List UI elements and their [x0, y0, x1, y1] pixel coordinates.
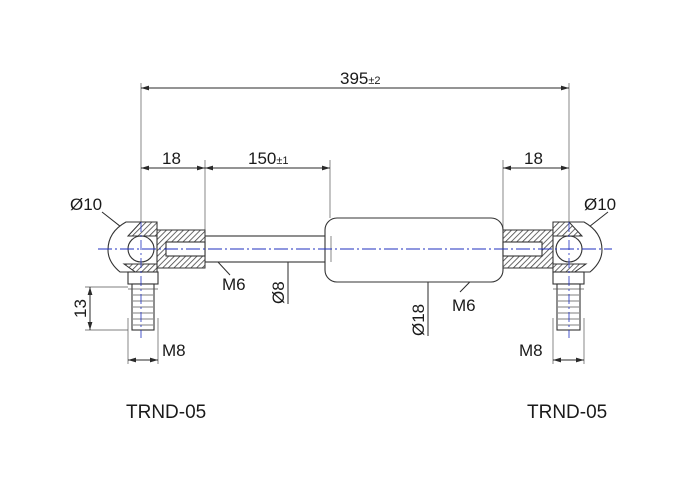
gas-spring [204, 217, 504, 283]
right-stud-thread-label: M8 [519, 341, 543, 360]
right-ball-diameter-label: Ø10 [584, 195, 616, 214]
cylinder-tube [324, 217, 504, 283]
piston-rod [204, 235, 332, 263]
right-fitting-length-label: 18 [524, 149, 543, 168]
right-fitting-model-label: TRND-05 [527, 402, 607, 423]
left-fitting-length-label: 18 [162, 149, 181, 168]
dimension-lines [87, 85, 584, 363]
centerlines [98, 222, 612, 338]
model-labels: TRND-05 TRND-05 [126, 402, 607, 423]
left-stud-thread-label: M8 [162, 341, 186, 360]
right-rod-thread-label: M6 [452, 296, 476, 315]
left-rod-thread-label: M6 [222, 275, 246, 294]
extension-lines [85, 83, 585, 364]
left-ball-diameter-label: Ø10 [70, 195, 102, 214]
stroke-label: 150±1 [248, 149, 289, 168]
stud-length-label: 13 [71, 299, 90, 318]
left-end-fitting [107, 221, 206, 331]
dimension-labels: 395±2 150±1 18 18 Ø10 Ø10 M6 M6 Ø8 Ø18 1… [70, 69, 616, 360]
right-end-fitting [502, 221, 603, 331]
rod-diameter-label: Ø8 [269, 281, 288, 304]
tube-diameter-label: Ø18 [409, 304, 428, 336]
overall-length-label: 395±2 [340, 69, 381, 88]
left-fitting-model-label: TRND-05 [126, 402, 206, 423]
